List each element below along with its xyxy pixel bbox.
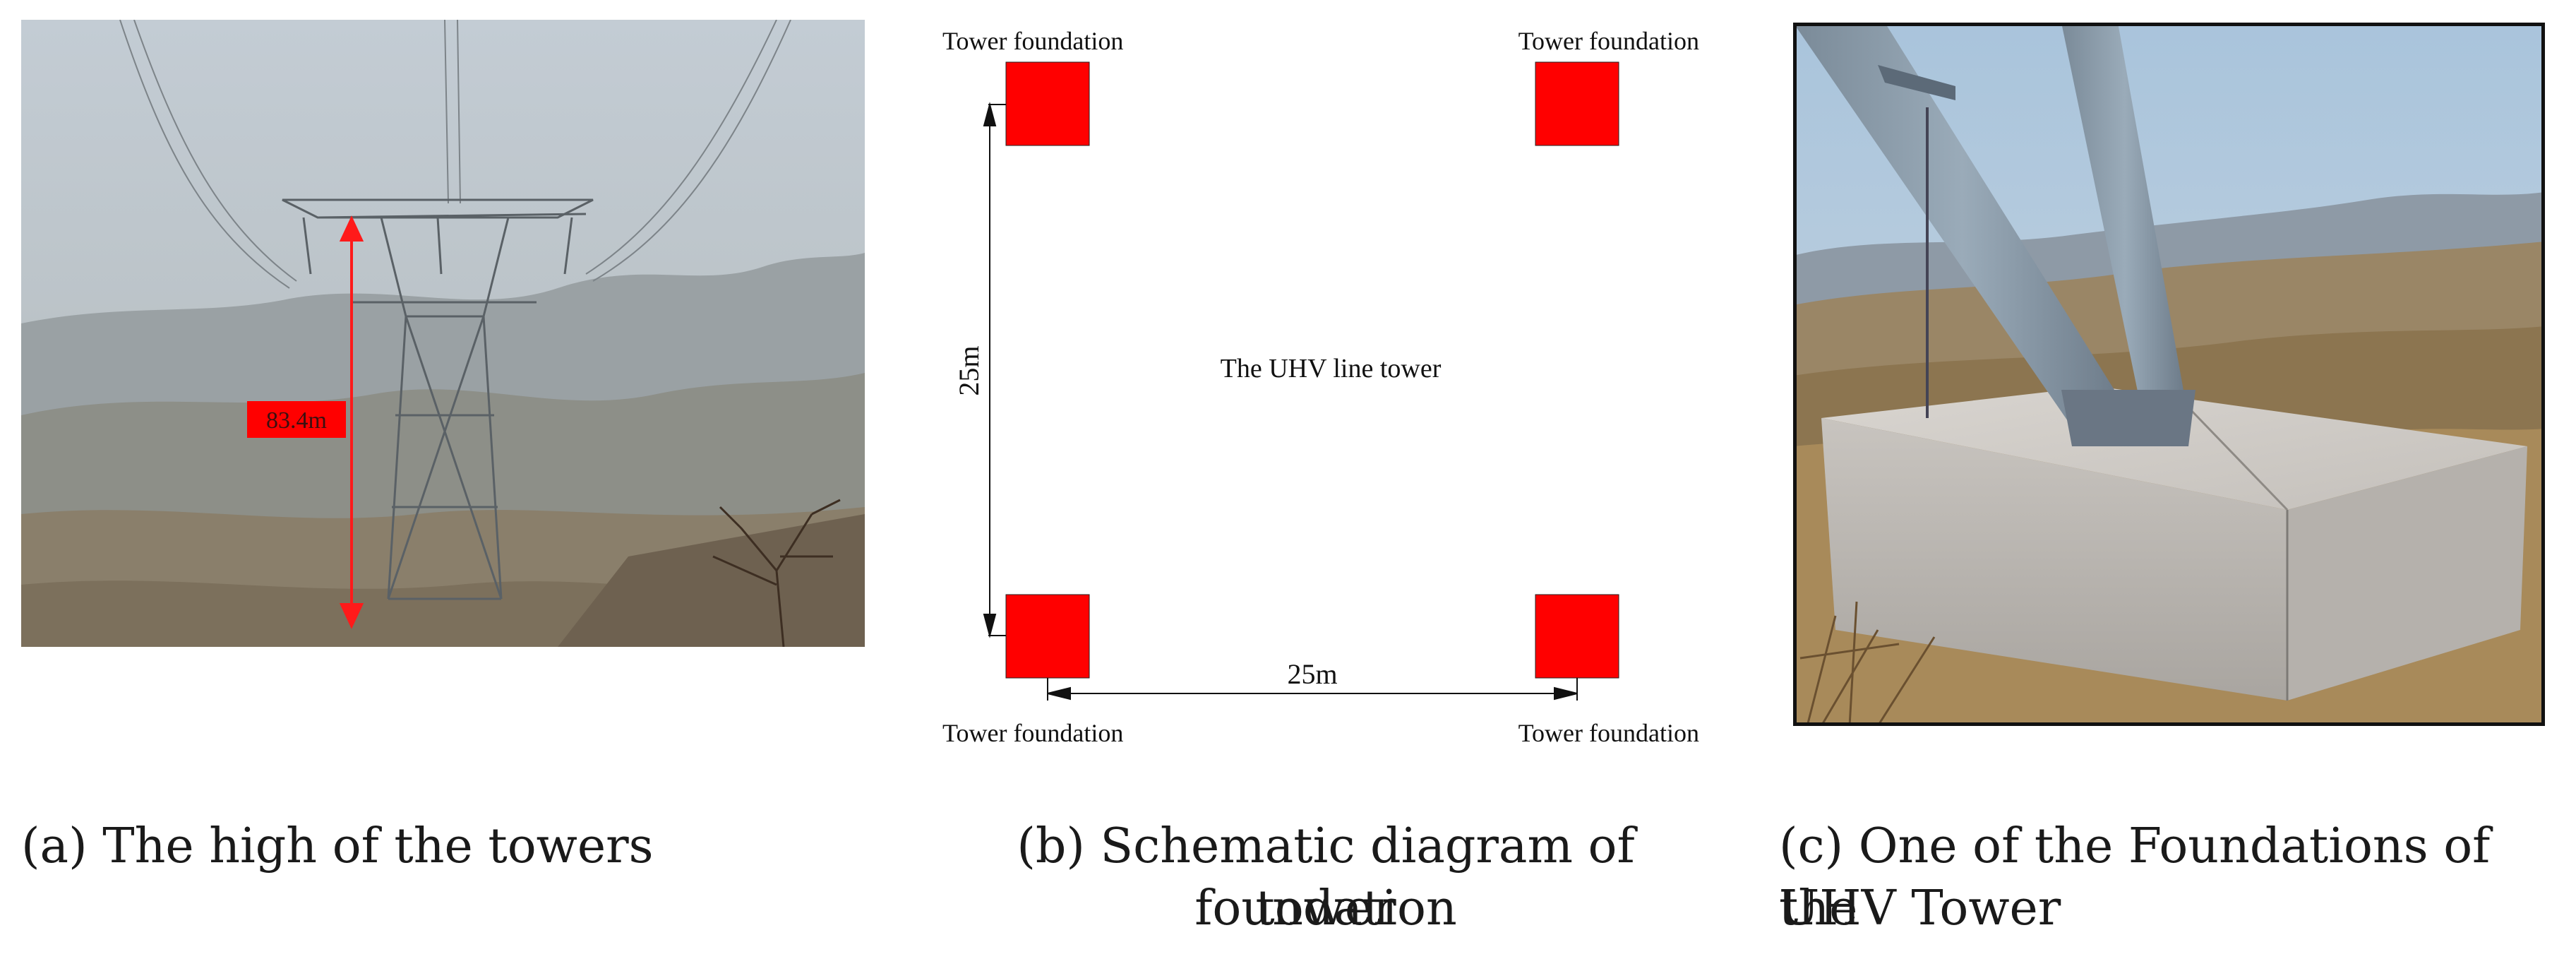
center-label: The UHV line tower bbox=[1221, 354, 1442, 383]
foundation-front-left bbox=[1821, 418, 2287, 701]
foundation-square-bottom-right bbox=[1535, 594, 1619, 679]
horizontal-dimension-label: 25m bbox=[1287, 658, 1337, 690]
panel-c bbox=[1792, 22, 2546, 727]
height-label-box bbox=[247, 401, 346, 438]
tower-base-plate bbox=[2061, 390, 2195, 446]
bare-tree bbox=[712, 499, 841, 648]
panel-a: 83.4m bbox=[21, 19, 865, 648]
foundation-square-bottom-left bbox=[1005, 594, 1090, 679]
foundation-top bbox=[1821, 386, 2527, 510]
caption-a: (a) The high of the towers bbox=[21, 818, 654, 874]
transmission-tower bbox=[282, 198, 594, 600]
height-arrow bbox=[339, 215, 364, 629]
caption-b-line1: (b) Schematic diagram of tower bbox=[1017, 818, 1635, 936]
vertical-dimension bbox=[983, 102, 1006, 638]
caption-c-line1: (c) One of the Foundations of the bbox=[1779, 818, 2491, 936]
label-bottom-left: Tower foundation bbox=[942, 719, 1123, 747]
caption-c-line2: UHV Tower bbox=[1779, 881, 2061, 936]
panel-b: 25m 25m Tower foundation Tower foundatio… bbox=[939, 14, 1737, 763]
tower-leg-left bbox=[1793, 23, 2132, 432]
horizontal-dimension bbox=[1047, 678, 1578, 701]
tower-leg-right bbox=[2061, 23, 2188, 432]
foundation-schematic: 25m 25m Tower foundation Tower foundatio… bbox=[942, 27, 1699, 747]
label-top-right: Tower foundation bbox=[1518, 27, 1699, 55]
label-top-left: Tower foundation bbox=[942, 27, 1123, 55]
label-bottom-right: Tower foundation bbox=[1518, 719, 1699, 747]
foundation-photo bbox=[1792, 22, 2546, 727]
power-lines bbox=[119, 19, 791, 289]
foundation-square-top-left bbox=[1005, 61, 1090, 146]
foundation-front-right bbox=[2287, 446, 2527, 701]
tower-height-photo: 83.4m bbox=[21, 19, 865, 648]
vertical-dimension-label: 25m bbox=[953, 345, 985, 395]
foundation-square-top-right bbox=[1535, 61, 1619, 146]
height-label: 83.4m bbox=[266, 407, 327, 434]
caption-b-line2: foundation bbox=[1194, 881, 1457, 936]
dry-shrubs bbox=[1799, 601, 1936, 727]
